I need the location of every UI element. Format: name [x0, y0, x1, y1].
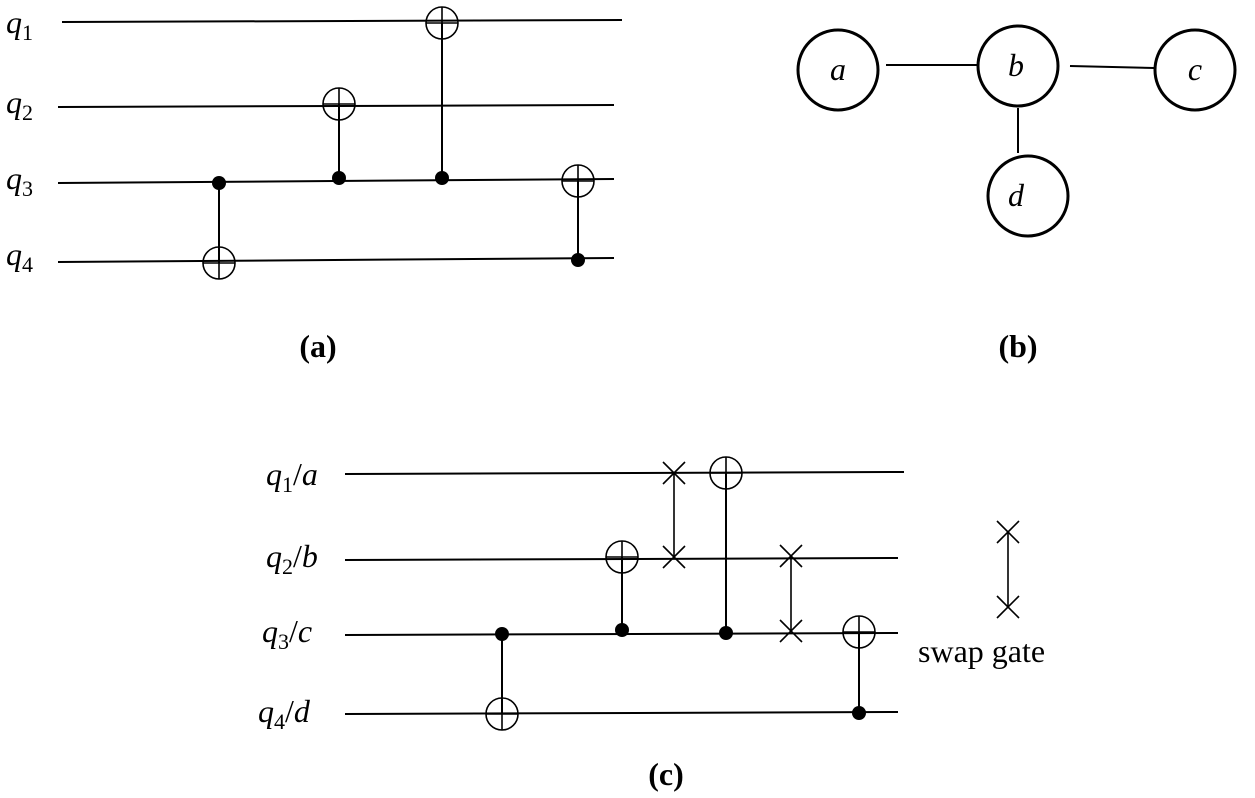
cnot-gate-a-1 [202, 176, 236, 280]
panel-c-qubit-label-4: q4/d [258, 693, 311, 734]
panel-a-wire-q2 [57, 104, 615, 108]
node-a-label: a [830, 51, 846, 87]
panel-c-qubit-label-2: q2/b [266, 538, 318, 579]
node-b [976, 24, 1060, 108]
panel-c-wire-q1 [344, 471, 905, 475]
panel-a-circuit: q1 q2 q3 q4 [6, 4, 623, 364]
panel-a-qubit-label-1: q1 [6, 4, 33, 45]
node-d-label: d [1008, 177, 1025, 213]
panel-a-wire-q1 [61, 19, 623, 23]
panel-c-wire-q4 [344, 711, 899, 715]
node-b-label: b [1008, 47, 1024, 83]
cnot-gate-c-3 [709, 456, 743, 640]
node-c [1153, 28, 1237, 112]
swap-gate-c-1 [662, 461, 686, 569]
node-c-label: c [1188, 51, 1202, 87]
node-d [986, 154, 1070, 238]
cnot-gate-c-4 [842, 615, 876, 720]
cnot-gate-c-1 [485, 627, 519, 731]
panel-c-qubit-label-1: q1/a [266, 456, 318, 497]
edge-b-c [1069, 65, 1155, 69]
panel-c-qubit-label-3: q3/c [262, 613, 312, 654]
node-a [796, 28, 880, 112]
panel-a-qubit-label-3: q3 [6, 160, 33, 201]
panel-b-coupling-graph: a b c d (b) [796, 24, 1237, 364]
panel-c-mapped-circuit: q1/a q2/b q3/c q4/d [258, 456, 1045, 792]
cnot-gate-c-2 [605, 540, 639, 637]
panel-a-wire-q4 [57, 257, 615, 263]
panel-a-caption: (a) [299, 328, 336, 364]
panel-c-caption: (c) [648, 756, 684, 792]
panel-b-caption: (b) [998, 328, 1037, 364]
panel-a-qubit-label-2: q2 [6, 84, 33, 125]
swap-gate-c-2 [779, 544, 803, 643]
panel-a-qubit-label-4: q4 [6, 236, 33, 277]
swap-gate-legend-label: swap gate [918, 633, 1045, 669]
cnot-gate-a-2 [322, 87, 356, 185]
cnot-gate-a-3 [425, 6, 459, 185]
swap-gate-legend-symbol [996, 520, 1020, 619]
cnot-gate-a-4 [561, 164, 595, 267]
